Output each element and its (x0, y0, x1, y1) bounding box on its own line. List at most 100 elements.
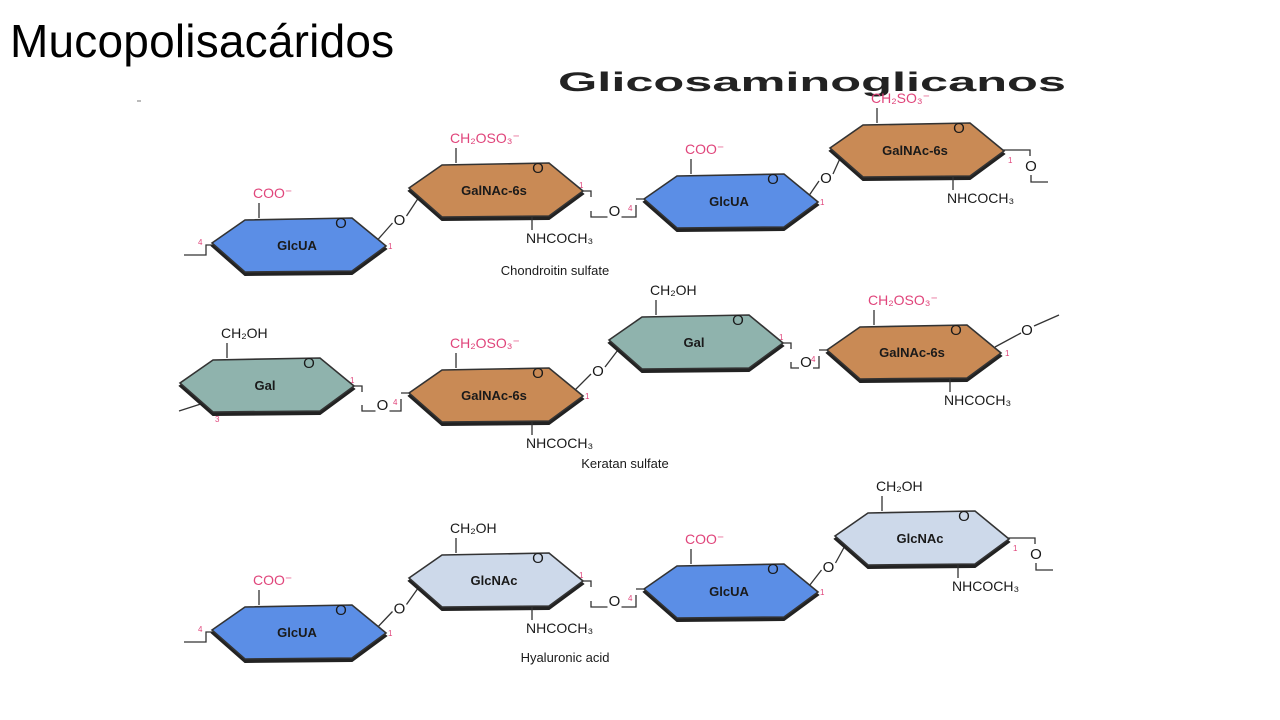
glycosidic-bond (781, 342, 829, 369)
ring-substituent: CH₂SO₃⁻ (871, 90, 930, 106)
ring-label: GlcUA (277, 625, 317, 640)
ring-body (833, 510, 1011, 566)
chain-row: O13O14O134O1OGlcUACOO⁻OGlcNAcCH₂OHNHCOCH… (184, 478, 1053, 665)
sugar-ring-galnac: O GalNAc-6s CH₂SO₃⁻ NHCOCH₃ (828, 90, 1014, 206)
sugar-ring-glcua: O GlcUA COO⁻ (642, 141, 820, 233)
ring-oxygen: O (532, 160, 544, 177)
carbon-position: 1 (388, 242, 393, 251)
carbon-position: 1 (1008, 156, 1013, 165)
rings-layer: O13O14O134O1OGlcUACOO⁻OGalNAc-6sCH₂OSO₃⁻… (178, 90, 1060, 665)
carbon-position: 1 (1005, 349, 1010, 358)
ring-body (642, 563, 820, 619)
carbon-position: 1 (820, 588, 825, 597)
ring-amide: NHCOCH₃ (526, 620, 593, 636)
chain-caption: Keratan sulfate (581, 456, 668, 471)
ring-label: GlcNAc (897, 531, 944, 546)
ring-body (607, 314, 785, 370)
bridge-oxygen: O (1025, 158, 1037, 175)
ring-body (407, 367, 585, 423)
bridge-oxygen: O (1030, 546, 1042, 563)
ring-oxygen: O (767, 561, 779, 578)
ring-label: GalNAc-6s (879, 345, 945, 360)
ring-amide: NHCOCH₃ (947, 190, 1014, 206)
ring-oxygen: O (953, 120, 965, 137)
carbon-position: 4 (811, 355, 816, 364)
bridge-oxygen: O (1021, 322, 1033, 339)
chain-tail (1035, 563, 1053, 571)
ring-oxygen: O (532, 550, 544, 567)
bridge-oxygen: O (394, 212, 406, 229)
ring-label: Gal (684, 335, 705, 350)
carbon-position: 1 (1013, 544, 1018, 553)
ring-oxygen: O (532, 365, 544, 382)
bridge-oxygen: O (377, 397, 389, 414)
ring-amide: NHCOCH₃ (526, 230, 593, 246)
chain-row: O13O14O134O1OGlcUACOO⁻OGalNAc-6sCH₂OSO₃⁻… (184, 90, 1048, 278)
ring-substituent: CH₂OH (221, 325, 268, 341)
carbon-position: 1 (820, 198, 825, 207)
glycosidic-bond (352, 385, 411, 412)
chain-row: O14O13O143O1OGalCH₂OHOGalNAc-6sCH₂OSO₃⁻N… (178, 282, 1060, 471)
chain-tail (184, 631, 212, 643)
ring-label: GlcUA (709, 194, 749, 209)
ring-amide: NHCOCH₃ (952, 578, 1019, 594)
ring-label: Gal (255, 378, 276, 393)
ring-body (178, 357, 356, 413)
sugar-ring-gal: O Gal CH₂OH (607, 282, 785, 374)
ring-oxygen: O (958, 508, 970, 525)
ring-substituent: CH₂OSO₃⁻ (868, 292, 938, 308)
ring-body (210, 604, 388, 660)
ring-oxygen: O (950, 322, 962, 339)
chain-tail (994, 332, 1022, 348)
chain-caption: Chondroitin sulfate (501, 263, 609, 278)
bridge-oxygen: O (609, 203, 621, 220)
carbon-position: 4 (198, 238, 203, 247)
ring-label: GlcUA (277, 238, 317, 253)
ring-substituent: COO⁻ (253, 185, 292, 201)
ring-label: GalNAc-6s (461, 183, 527, 198)
ring-substituent: COO⁻ (685, 531, 724, 547)
ring-label: GlcUA (709, 584, 749, 599)
sugar-ring-glcua: O GlcUA COO⁻ (210, 185, 388, 277)
ring-body (210, 217, 388, 273)
sugar-ring-glcua: O GlcUA COO⁻ (210, 572, 388, 664)
ring-substituent: CH₂OH (650, 282, 697, 298)
chain-tail (1030, 175, 1048, 183)
carbon-position: 1 (585, 392, 590, 401)
ring-oxygen: O (732, 312, 744, 329)
bridge-oxygen: O (800, 354, 812, 371)
sugar-ring-glcua: O GlcUA COO⁻ (642, 531, 820, 623)
carbon-position: 1 (350, 376, 355, 385)
ring-substituent: COO⁻ (253, 572, 292, 588)
bridge-oxygen: O (823, 559, 835, 576)
ring-body (642, 173, 820, 229)
ring-substituent: CH₂OH (876, 478, 923, 494)
ring-oxygen: O (303, 355, 315, 372)
slide-title: Mucopolisacáridos (10, 15, 395, 67)
sugar-ring-gal: O Gal CH₂OH (178, 325, 356, 417)
ring-body (407, 162, 585, 218)
ring-body (828, 122, 1006, 178)
ring-oxygen: O (767, 171, 779, 188)
ring-oxygen: O (335, 215, 347, 232)
bridge-oxygen: O (820, 170, 832, 187)
glycosidic-bond (581, 580, 646, 608)
ring-label: GalNAc-6s (461, 388, 527, 403)
ring-substituent: CH₂OH (450, 520, 497, 536)
ring-label: GalNAc-6s (882, 143, 948, 158)
carbon-position: 3 (215, 415, 220, 424)
carbon-position: 1 (579, 571, 584, 580)
ring-substituent: COO⁻ (685, 141, 724, 157)
glycosidic-bond (581, 190, 646, 218)
ring-body (407, 552, 585, 608)
carbon-position: 4 (393, 398, 398, 407)
carbon-position: 4 (628, 204, 633, 213)
ring-oxygen: O (335, 602, 347, 619)
chain-caption: Hyaluronic acid (521, 650, 610, 665)
bridge-oxygen: O (592, 363, 604, 380)
